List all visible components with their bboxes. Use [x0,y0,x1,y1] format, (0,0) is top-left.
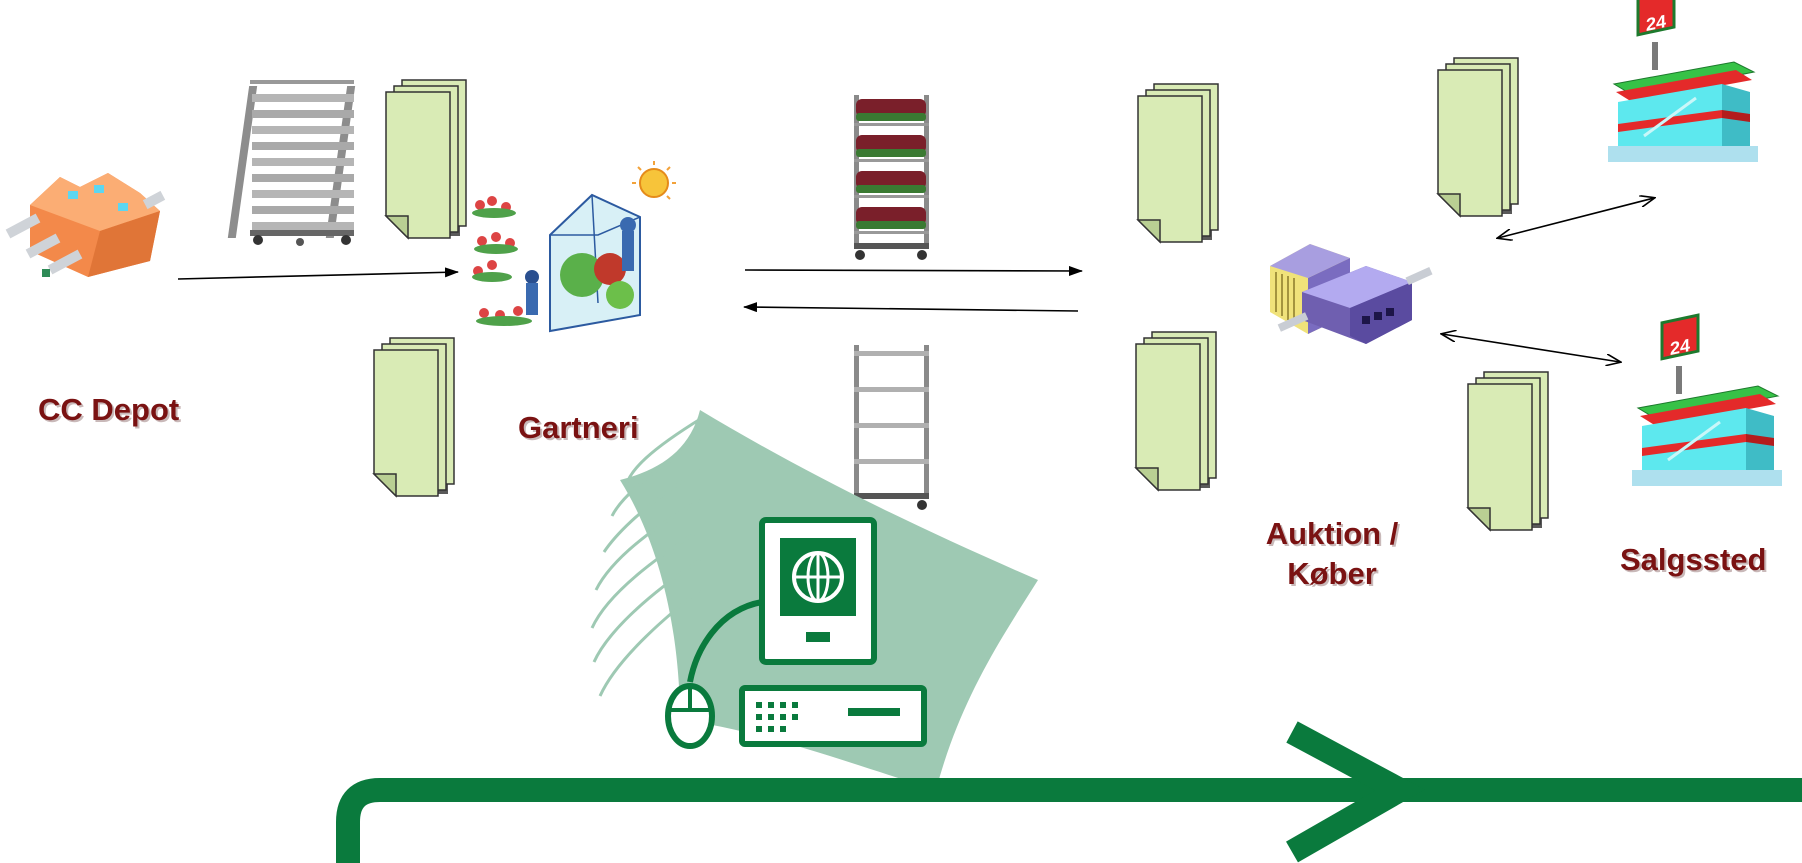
document-stack-icon [385,79,467,239]
auktion-label: Auktion / Køber [1242,514,1422,595]
document-stack-icon [373,337,455,497]
document-stack-icon [1137,83,1219,243]
cc-depot-label: CC Depot [38,392,180,427]
empty-trolley-icon [227,80,356,246]
salgssted-label: Salgssted [1620,542,1767,577]
store-sign-text: 24 [1670,335,1691,359]
gartneri-label: Gartneri [518,410,639,445]
process-flow-line [336,778,1802,863]
arrow-icon [1286,721,1425,863]
arrow-icon [744,265,1083,276]
arrow-icon [743,302,1079,313]
auktion-label-line1: Auktion / [1265,516,1399,551]
arrow-icon [1498,198,1654,238]
document-stack-icon [1437,57,1519,217]
arrow-icon [177,267,459,280]
full-flower-trolley-icon [854,95,929,260]
convenience-store-icon: 24 [1630,313,1784,488]
document-stack-icon [1135,331,1217,491]
document-stack-icon [1467,371,1549,531]
greenhouse-icon [472,161,676,333]
store-sign-text: 24 [1646,11,1667,35]
computer-icon [665,517,927,749]
auktion-label-line2: Køber [1287,556,1377,592]
arrow-icon [1442,334,1620,362]
auction-building-icon [1270,244,1433,344]
empty-shelf-trolley-icon [854,345,929,510]
factory-icon [5,173,166,277]
convenience-store-icon: 24 [1606,0,1760,164]
